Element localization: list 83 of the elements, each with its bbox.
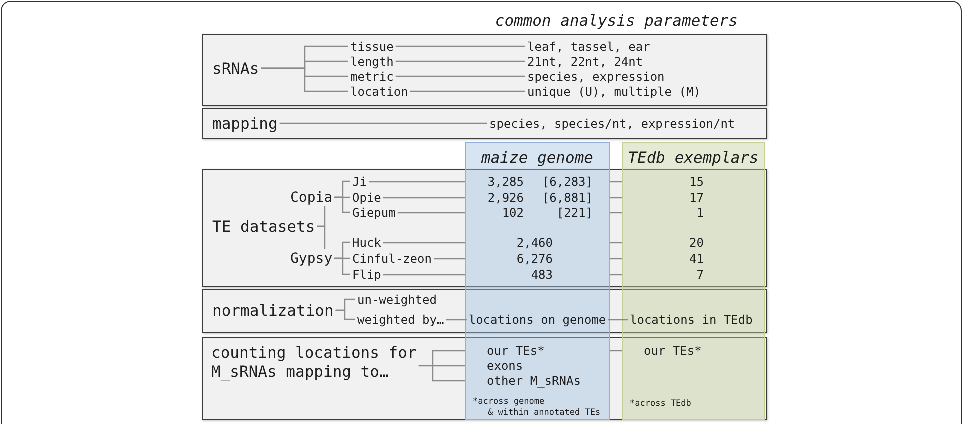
family-label: Opie	[352, 190, 382, 204]
connector-line	[368, 181, 465, 183]
parameter-values: species, species/nt, expression/nt	[490, 116, 736, 130]
column-heading: TEdb exemplars	[628, 149, 759, 167]
panel-heading: counting locations for M_sRNAs mapping to…	[212, 344, 417, 380]
connector-line	[396, 60, 526, 62]
panel-heading: sRNAs	[212, 60, 260, 78]
parameter-values: leaf, tassel, ear	[528, 40, 650, 54]
connector-line	[610, 258, 622, 260]
count-value: [6,881]	[542, 191, 593, 205]
panel-heading: mapping	[212, 114, 278, 132]
connector-line	[610, 212, 622, 214]
connector-line	[261, 68, 348, 92]
connector-line	[610, 181, 622, 183]
connector-line	[383, 242, 465, 244]
count-value: 7	[696, 268, 704, 282]
connector-line	[396, 76, 526, 78]
column-band	[465, 142, 610, 420]
option-value: locations in TEdb	[630, 313, 753, 327]
connector-line	[608, 319, 628, 321]
connector-line	[610, 242, 622, 244]
panel-heading: normalization	[212, 302, 334, 320]
count-value: 2,926	[488, 191, 524, 205]
panel-box	[202, 34, 767, 106]
target-label: our TEs*	[487, 344, 545, 358]
parameter-name: length	[350, 54, 394, 68]
connector-line	[418, 350, 466, 382]
connector-line	[383, 274, 465, 276]
count-value: 1	[696, 206, 704, 220]
option-label: un-weighted	[358, 292, 437, 306]
option-label: weighted by…	[358, 312, 444, 326]
count-value: 41	[690, 252, 704, 266]
family-label: Giepum	[352, 206, 396, 220]
parameter-values: species, expression	[528, 70, 665, 84]
connector-line	[280, 122, 488, 124]
parameter-values: unique (U), multiple (M)	[528, 84, 701, 98]
connector-line	[410, 90, 526, 92]
count-value: 20	[690, 236, 704, 250]
column-heading: maize genome	[482, 149, 594, 167]
connector-line	[336, 310, 356, 320]
parameter-name: location	[350, 84, 408, 98]
connector-line	[446, 319, 467, 321]
connector-line	[610, 274, 622, 276]
count-value: [6,283]	[542, 175, 593, 189]
connector-line	[396, 46, 526, 48]
count-value: 6,276	[516, 252, 553, 266]
connector-line	[610, 197, 622, 199]
superfamily-label: Gypsy	[290, 250, 333, 266]
count-value: 102	[502, 206, 524, 220]
panel-heading: TE datasets	[212, 218, 316, 236]
connector-line	[610, 350, 622, 352]
parameter-values: 21nt, 22nt, 24nt	[528, 54, 644, 68]
family-label: Flip	[352, 268, 382, 282]
count-value: 17	[690, 191, 704, 205]
option-value: locations on genome	[468, 313, 606, 327]
count-value: [221]	[556, 206, 593, 220]
footnote: *across TEdb	[630, 399, 692, 409]
parameter-name: metric	[350, 70, 394, 84]
connector-line	[317, 226, 326, 250]
connector-line	[334, 258, 350, 276]
target-label: other M_sRNAs	[487, 374, 581, 388]
footnote: *across genome & within annotated TEs	[473, 397, 601, 419]
connector-line	[334, 196, 350, 214]
parameter-name: tissue	[350, 40, 394, 54]
count-value: 483	[531, 268, 553, 282]
superfamily-label: Copia	[290, 190, 333, 206]
connector-line	[434, 258, 465, 260]
column-band	[622, 142, 765, 420]
count-value: 15	[690, 175, 704, 189]
target-label: exons	[487, 359, 524, 373]
panel-box	[202, 169, 767, 287]
panel-box	[202, 289, 767, 333]
count-value: 2,460	[516, 236, 553, 250]
panel-box	[202, 337, 767, 420]
family-label: Cinful-zeon	[352, 252, 432, 266]
target-label: our TEs*	[644, 344, 702, 358]
section-heading: common analysis parameters	[495, 12, 738, 30]
panel-box	[202, 108, 767, 139]
connector-line	[398, 212, 465, 214]
count-value: 3,285	[488, 175, 524, 189]
family-label: Ji	[352, 174, 367, 188]
family-label: Huck	[352, 236, 382, 250]
connector-line	[383, 197, 465, 199]
